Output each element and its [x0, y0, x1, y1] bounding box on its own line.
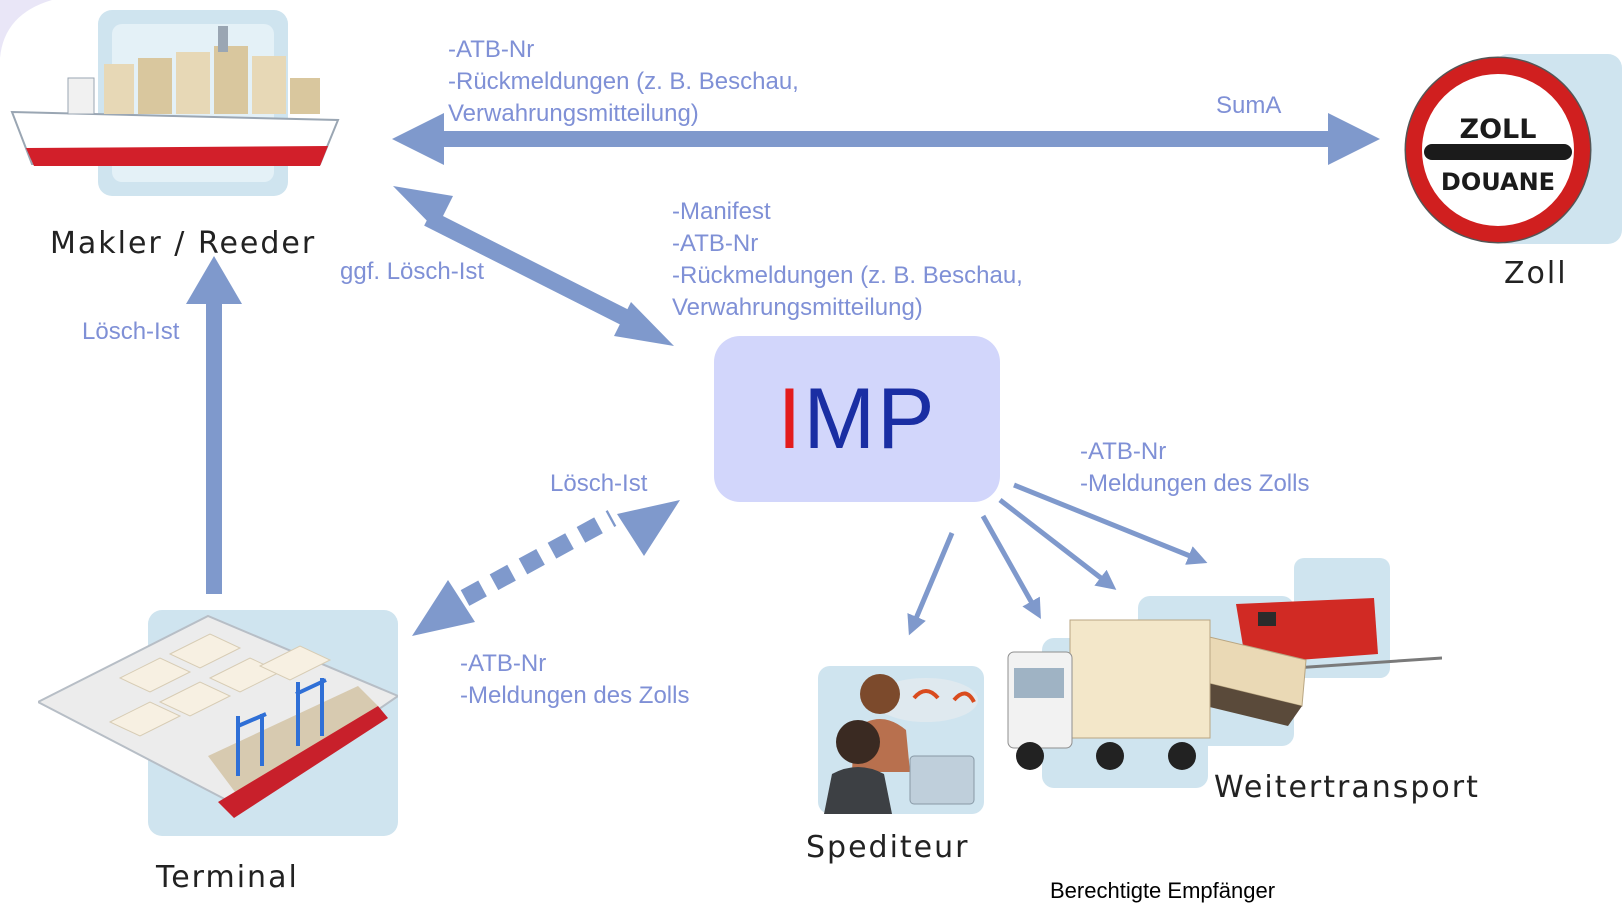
zoll-sign-top: ZOLL [1460, 114, 1537, 145]
imp-title-rest: MP [803, 370, 937, 467]
annotation-line: -ATB-Nr [672, 230, 759, 257]
port-terminal-icon [38, 610, 398, 836]
arrow-makler-imp [393, 186, 674, 346]
arrow-imp-truck [980, 514, 1041, 619]
annotation-line: Verwahrungsmitteilung) [672, 294, 923, 321]
spediteur-label: Spediteur [806, 830, 970, 865]
customs-sign-icon: ZOLL DOUANE [1404, 54, 1622, 244]
zoll-sign-bottom: DOUANE [1441, 168, 1555, 196]
arrow-makler-zoll [392, 113, 1380, 165]
annotation-line: -Meldungen des Zolls [460, 682, 690, 709]
annotation-suma: SumA [1216, 92, 1282, 119]
annotation-line: -ATB-Nr [460, 650, 547, 677]
annotation-line: -Meldungen des Zolls [1080, 470, 1310, 497]
weitertransport-label: Weitertransport [1214, 770, 1480, 805]
annotation-line: Verwahrungsmitteilung) [448, 100, 699, 127]
annotation-losch-ist-terminal: Lösch-Ist [82, 318, 180, 345]
annotation-ggf-losch-ist: ggf. Lösch-Ist [340, 258, 485, 285]
arrow-imp-terminal [412, 500, 680, 636]
corner-decoration [0, 0, 52, 58]
zoll-label: Zoll [1504, 256, 1568, 291]
annotation-line: -Rückmeldungen (z. B. Beschau, [448, 68, 799, 95]
annotation-line: -ATB-Nr [1080, 438, 1167, 465]
makler-label: Makler / Reeder [50, 226, 317, 261]
terminal-label: Terminal [156, 860, 299, 895]
imp-system-box: IMP [714, 336, 1000, 502]
annotation-losch-ist-imp: Lösch-Ist [550, 470, 648, 497]
arrow-terminal-makler [186, 256, 242, 594]
annotation-line: -Rückmeldungen (z. B. Beschau, [672, 262, 1023, 289]
annotation-imp-terminal: -ATB-Nr -Meldungen des Zolls [460, 648, 689, 712]
arrow-imp-spediteur [907, 532, 955, 636]
annotation-imp-makler: -Manifest -ATB-Nr -Rückmeldungen (z. B. … [672, 196, 1023, 324]
imp-accent-letter: I [777, 370, 804, 467]
annotation-line: -ATB-Nr [448, 36, 535, 63]
annotation-line: -Manifest [672, 198, 771, 225]
truck-barge-train-icon [1007, 558, 1442, 788]
berechtigte-empfaenger-label: Berechtigte Empfänger [1050, 878, 1276, 903]
arrow-imp-train [1013, 482, 1208, 565]
annotation-makler-zoll: -ATB-Nr -Rückmeldungen (z. B. Beschau, V… [448, 34, 799, 130]
imp-title: IMP [778, 370, 937, 469]
annotation-imp-recipients: -ATB-Nr -Meldungen des Zolls [1080, 436, 1309, 500]
container-ship-icon [10, 10, 340, 196]
freight-forwarder-icon [818, 666, 984, 814]
arrow-imp-barge [998, 498, 1117, 590]
